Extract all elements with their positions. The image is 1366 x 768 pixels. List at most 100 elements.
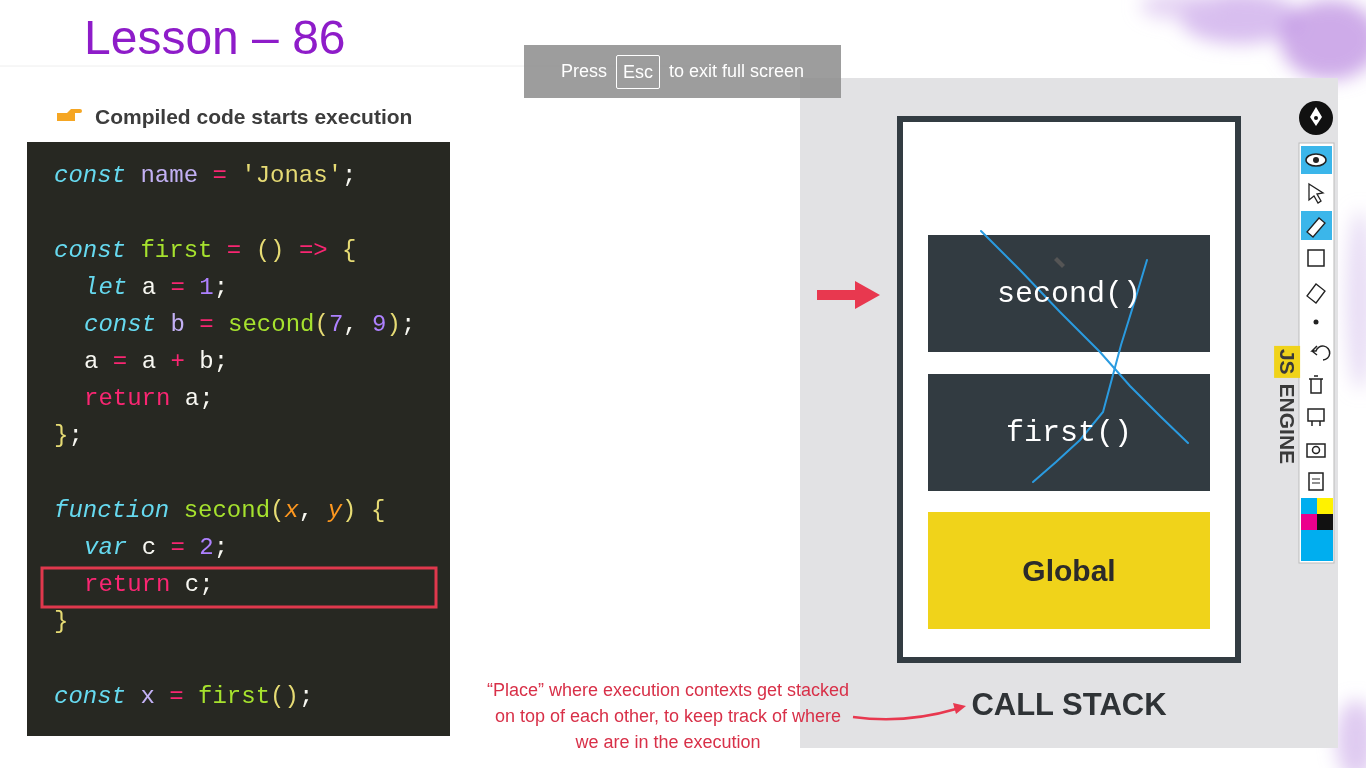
code-token: ( — [270, 683, 284, 710]
code-token: a — [142, 348, 156, 375]
code-token: , — [343, 311, 357, 338]
code-token: ; — [214, 348, 228, 375]
code-token: second — [184, 497, 270, 524]
code-token: return — [84, 385, 170, 412]
code-token — [156, 311, 170, 338]
code-token — [156, 348, 170, 375]
code-token — [184, 683, 198, 710]
code-token: var — [84, 534, 127, 561]
code-token: ; — [299, 683, 313, 710]
code-token — [170, 571, 184, 598]
code-token: x — [140, 683, 154, 710]
code-token: } — [54, 422, 68, 449]
code-token: const — [84, 311, 156, 338]
code-token: b — [199, 348, 213, 375]
code-token — [185, 274, 199, 301]
code-token — [214, 311, 228, 338]
code-token — [185, 534, 199, 561]
code-token: 'Jonas' — [241, 162, 342, 189]
code-token: ) — [270, 237, 284, 264]
code-line: const x = first(); — [54, 682, 313, 712]
code-token: = — [169, 683, 183, 710]
code-token — [156, 534, 170, 561]
code-token: ) — [342, 497, 356, 524]
code-token — [356, 497, 370, 524]
notice-text: Press — [561, 61, 607, 82]
code-line: function second(x, y) { — [54, 496, 385, 526]
code-token: a — [142, 274, 156, 301]
slide-title: Lesson – 86 — [84, 10, 346, 66]
code-token — [126, 237, 140, 264]
code-token — [328, 237, 342, 264]
code-token — [126, 162, 140, 189]
code-token: } — [54, 608, 68, 635]
code-token — [185, 311, 199, 338]
code-token: 9 — [372, 311, 386, 338]
code-line: return a; — [84, 384, 214, 414]
code-token — [358, 311, 372, 338]
code-token: a — [84, 348, 98, 375]
code-token — [98, 348, 112, 375]
code-token: second — [228, 311, 314, 338]
key-box: Esc — [616, 55, 660, 89]
leader-arrow — [853, 703, 966, 719]
context-name: first() — [1006, 416, 1132, 450]
code-token — [170, 385, 184, 412]
code-token: x — [284, 497, 298, 524]
highlight-box — [42, 568, 436, 607]
code-token: ( — [270, 497, 284, 524]
pointing-hand-icon — [57, 109, 82, 121]
code-token: const — [54, 683, 126, 710]
code-token: ; — [199, 571, 213, 598]
code-line: let a = 1; — [84, 273, 228, 303]
code-token: const — [54, 237, 126, 264]
code-token: 7 — [329, 311, 343, 338]
code-token: = — [227, 237, 241, 264]
code-token: { — [342, 237, 356, 264]
code-token — [198, 162, 212, 189]
global-context: Global — [928, 512, 1210, 629]
code-token: ( — [256, 237, 270, 264]
engine-panel: JSENGINECALL STACKsecond()first()Global — [800, 78, 1338, 748]
stack-caption: CALL STACK — [903, 687, 1235, 723]
code-token: 2 — [199, 534, 213, 561]
code-line: }; — [54, 421, 83, 451]
code-token: function — [54, 497, 169, 524]
engine-text: ENGINE — [1274, 384, 1300, 465]
code-token: = — [199, 311, 213, 338]
scribble — [981, 231, 1188, 482]
code-line: const first = () => { — [54, 236, 357, 266]
code-token: { — [371, 497, 385, 524]
code-token: ; — [214, 534, 228, 561]
code-token — [212, 237, 226, 264]
code-token: ; — [342, 162, 356, 189]
code-token — [126, 683, 140, 710]
fullscreen-notice: Pressto exit full screenEsc — [524, 45, 841, 98]
execution-context: second() — [928, 235, 1210, 352]
code-token: = — [113, 348, 127, 375]
annotation-note: “Place” where execution contexts get sta… — [486, 677, 850, 755]
code-token: ; — [68, 422, 82, 449]
code-token: ; — [199, 385, 213, 412]
code-token: first — [140, 237, 212, 264]
code-token: 1 — [199, 274, 213, 301]
code-line: return c; — [84, 570, 214, 600]
context-name: second() — [997, 277, 1141, 311]
code-token — [169, 497, 183, 524]
code-token — [155, 683, 169, 710]
code-line: const name = 'Jonas'; — [54, 161, 356, 191]
code-token: => — [299, 237, 328, 264]
code-token — [313, 497, 327, 524]
code-line: a = a + b; — [84, 347, 228, 377]
code-token: c — [142, 534, 156, 561]
code-line: var c = 2; — [84, 533, 228, 563]
code-token: = — [212, 162, 226, 189]
code-token: ) — [387, 311, 401, 338]
code-token: + — [170, 348, 184, 375]
context-name: Global — [1022, 554, 1115, 588]
code-token: b — [170, 311, 184, 338]
code-token: = — [170, 534, 184, 561]
code-token: = — [170, 274, 184, 301]
code-panel: const name = 'Jonas'; const first = () =>… — [27, 142, 450, 736]
code-token: let — [84, 274, 127, 301]
